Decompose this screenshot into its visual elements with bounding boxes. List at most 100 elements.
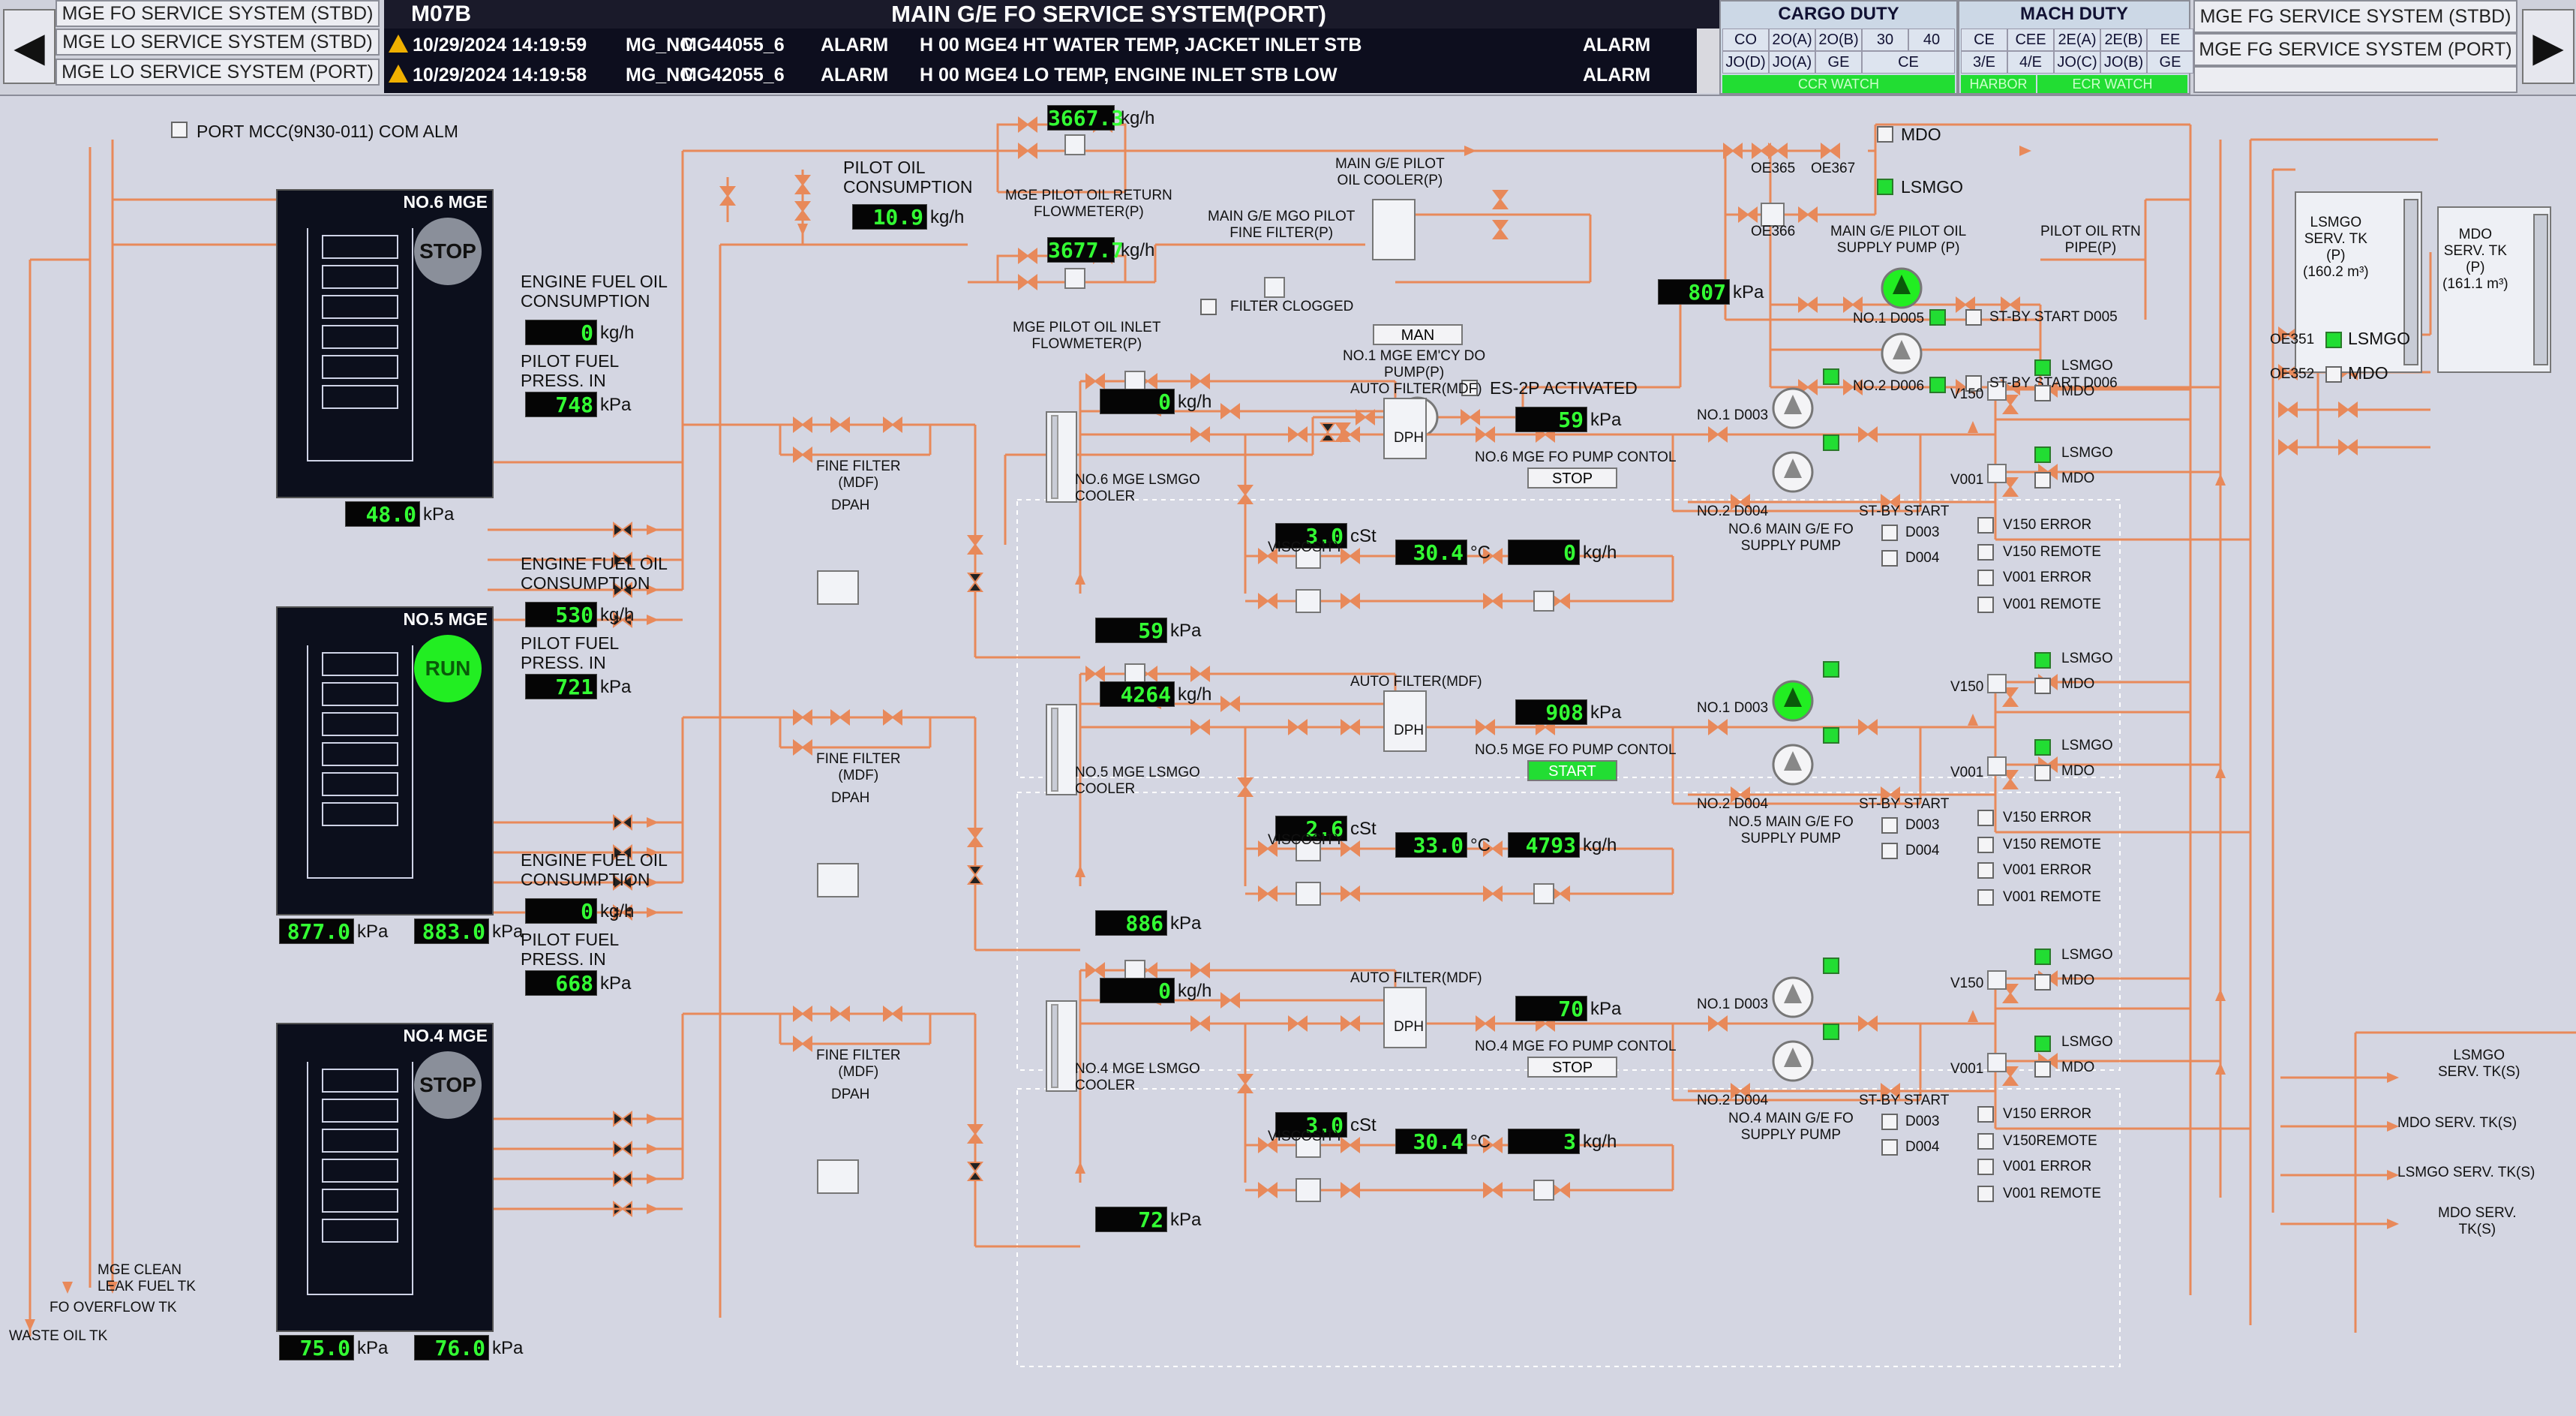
duty-cell[interactable]: 30 [1862, 29, 1908, 51]
es2p-checkbox[interactable] [1461, 380, 1478, 396]
v150-mdo-indicator[interactable] [2034, 678, 2051, 694]
pump-no2-indicator[interactable] [1823, 434, 1839, 451]
valve-icon[interactable] [2002, 687, 2019, 707]
pump-icon[interactable] [1772, 680, 1814, 722]
v150-lsmgo-indicator[interactable] [2034, 949, 2051, 965]
pump-stop-button[interactable]: STOP [1527, 1057, 1617, 1078]
valve-icon[interactable] [793, 1006, 812, 1022]
d004-checkbox[interactable] [1881, 550, 1898, 567]
mdo-checkbox[interactable] [1877, 126, 1893, 143]
valve-icon[interactable] [1881, 1083, 1900, 1099]
v001-mdo-indicator[interactable] [2034, 1061, 2051, 1078]
valve-icon[interactable] [1476, 719, 1495, 735]
valve-icon[interactable] [794, 175, 811, 194]
valve-icon[interactable] [1220, 696, 1240, 712]
valve-icon[interactable] [1018, 274, 1037, 290]
v150-remote-checkbox[interactable] [1977, 544, 1994, 561]
valve-icon[interactable] [1341, 1137, 1360, 1153]
pump-icon[interactable] [1772, 744, 1814, 786]
valve-icon[interactable] [1492, 190, 1509, 209]
valve-icon[interactable] [1341, 719, 1360, 735]
valve-icon[interactable] [830, 1006, 850, 1022]
valve-icon[interactable] [830, 416, 850, 433]
duty-cell[interactable]: EE [2147, 29, 2193, 51]
duty-cell[interactable]: JO(D) [1722, 51, 1769, 74]
valve-icon[interactable] [613, 1111, 632, 1127]
valve-icon[interactable] [1237, 1074, 1253, 1093]
valve-icon[interactable] [1341, 548, 1360, 564]
pump-no2-indicator[interactable] [1823, 1024, 1839, 1040]
nav-link-mge-fo-stbd[interactable]: MGE FO SERVICE SYSTEM (STBD) [56, 0, 380, 27]
valve-icon[interactable] [2002, 984, 2019, 1003]
duty-cell[interactable]: JO(C) [2054, 51, 2100, 74]
valve-icon[interactable] [1881, 494, 1900, 510]
valve-icon[interactable] [1768, 143, 1788, 159]
d004-checkbox[interactable] [1881, 1139, 1898, 1156]
prev-page-icon[interactable]: ◀ [3, 9, 56, 84]
valve-icon[interactable] [967, 573, 983, 592]
valve-icon[interactable] [2002, 395, 2019, 414]
valve-icon[interactable] [1190, 426, 1210, 443]
valve-icon[interactable] [1288, 719, 1308, 735]
valve-icon[interactable] [1821, 143, 1840, 159]
duty-cell[interactable]: CE [1862, 51, 1955, 74]
valve-icon[interactable] [1258, 1137, 1277, 1153]
valve-icon[interactable] [1731, 1083, 1750, 1099]
v001-lsmgo-indicator[interactable] [2034, 739, 2051, 756]
valve-icon[interactable] [1731, 494, 1750, 510]
valve-icon[interactable] [1461, 409, 1480, 425]
valve-icon[interactable] [793, 709, 812, 726]
v001-mdo-indicator[interactable] [2034, 765, 2051, 781]
valve-icon[interactable] [1258, 840, 1277, 857]
valve-icon[interactable] [1881, 786, 1900, 803]
v001-error-checkbox[interactable] [1977, 570, 1994, 586]
valve-icon[interactable] [1220, 403, 1240, 419]
pump-icon[interactable] [1772, 976, 1814, 1018]
valve-icon[interactable] [883, 1006, 902, 1022]
next-page-icon[interactable]: ▶ [2522, 9, 2574, 84]
stby-d006-checkbox[interactable] [1965, 375, 1982, 392]
valve-icon[interactable] [1018, 116, 1037, 133]
filter-clogged-checkbox[interactable] [1200, 299, 1217, 315]
pump-no2-indicator[interactable] [1823, 727, 1839, 744]
valve-icon[interactable] [1190, 666, 1210, 682]
nav-link-mge-lo-port[interactable]: MGE LO SERVICE SYSTEM (PORT) [56, 59, 380, 86]
v001-remote-checkbox[interactable] [1977, 889, 1994, 906]
valve-icon[interactable] [1258, 593, 1277, 609]
valve-icon[interactable] [1483, 1182, 1503, 1198]
lsmgo-oe351-indicator[interactable] [2325, 332, 2342, 348]
nav-link-mge-fg-port[interactable]: MGE FG SERVICE SYSTEM (PORT) [2193, 33, 2517, 66]
valve-icon[interactable] [1752, 143, 1771, 159]
valve-icon[interactable] [967, 828, 983, 847]
pump-stop-button[interactable]: STOP [1527, 467, 1617, 489]
valve-icon[interactable] [1341, 593, 1360, 609]
v001-mdo-indicator[interactable] [2034, 472, 2051, 489]
valve-icon[interactable] [1731, 786, 1750, 803]
valve-icon[interactable] [967, 1124, 983, 1144]
v001-remote-checkbox[interactable] [1977, 597, 1994, 613]
d003-checkbox[interactable] [1881, 817, 1898, 834]
valve-icon[interactable] [2338, 401, 2358, 418]
valve-icon[interactable] [2002, 770, 2019, 789]
duty-cell[interactable]: 2E(B) [2100, 29, 2147, 51]
valve-icon[interactable] [1798, 206, 1818, 223]
valve-icon[interactable] [2338, 439, 2358, 455]
pump-icon[interactable] [1881, 267, 1923, 309]
stop-indicator[interactable]: STOP [414, 218, 482, 285]
v150-lsmgo-indicator[interactable] [2034, 652, 2051, 669]
valve-icon[interactable] [719, 186, 736, 206]
lsmgo-checkbox[interactable] [1877, 179, 1893, 195]
pump-icon[interactable] [1772, 451, 1814, 493]
valve-icon[interactable] [1237, 777, 1253, 797]
pump-icon[interactable] [1772, 1040, 1814, 1082]
valve-icon[interactable] [1708, 426, 1728, 443]
valve-icon[interactable] [613, 874, 632, 891]
valve-icon[interactable] [2278, 439, 2298, 455]
valve-icon[interactable] [1483, 548, 1503, 564]
d003-checkbox[interactable] [1881, 1114, 1898, 1130]
valve-icon[interactable] [1708, 1015, 1728, 1032]
valve-icon[interactable] [1858, 426, 1878, 443]
